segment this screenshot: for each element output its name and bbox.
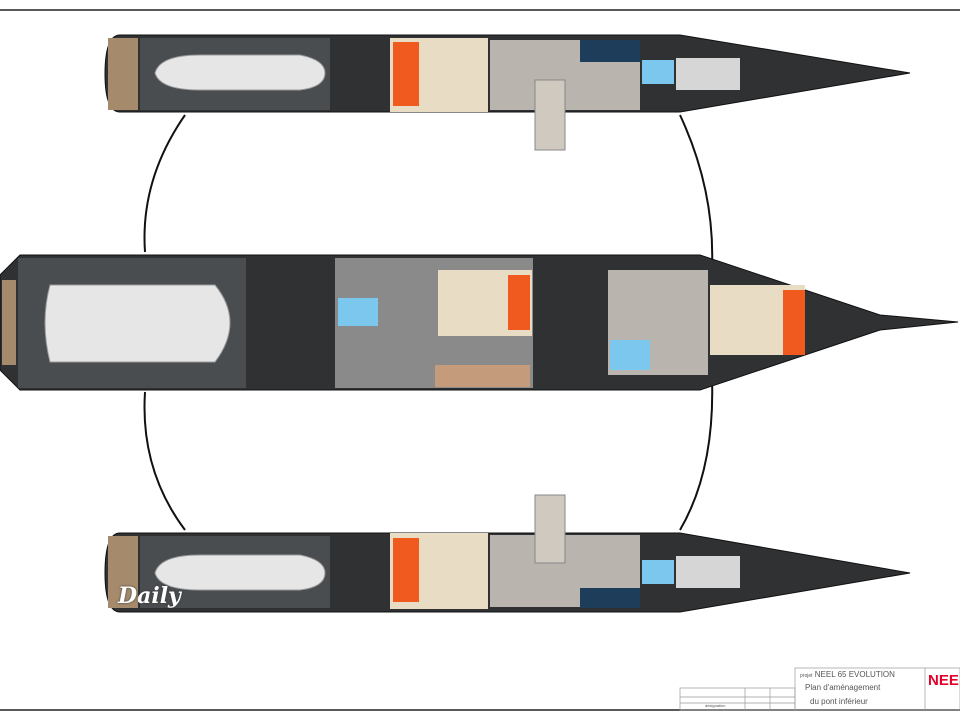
- central-hull: [0, 254, 959, 391]
- port-hull: [104, 34, 911, 151]
- title-block: [679, 667, 960, 711]
- starboard-hull: [104, 494, 911, 613]
- drawing-title-1: Plan d'aménagement: [805, 683, 881, 692]
- cross-beams: [143, 114, 714, 531]
- table-header: désignation: [705, 703, 726, 708]
- drawing-title-2: du pont inférieur: [810, 697, 868, 706]
- watermark: Daily: [118, 583, 181, 609]
- project-name: NEEL 65 EVOLUTION: [814, 670, 895, 679]
- brand-logo: NEE: [928, 672, 959, 689]
- project-prefix: projet: [800, 673, 813, 679]
- project-label: projet NEEL 65 EVOLUTION: [800, 670, 895, 679]
